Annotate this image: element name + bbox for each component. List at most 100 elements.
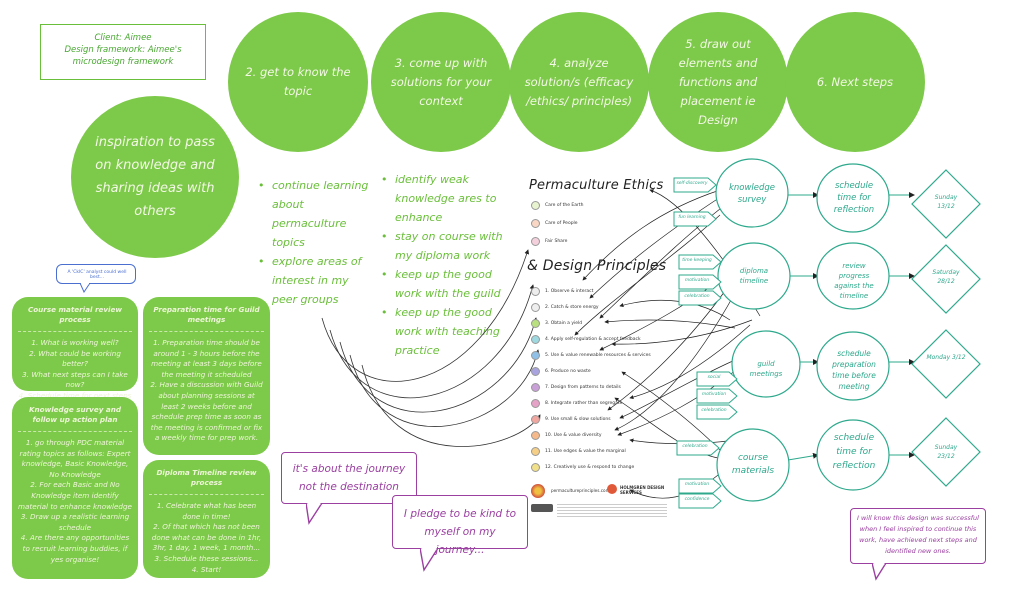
flow-schedule-3: schedule preparation time before meeting bbox=[832, 349, 876, 391]
success-bubble: I will know this design was successful w… bbox=[850, 508, 986, 564]
bullet-item: explore areas of interest in my peer gro… bbox=[258, 252, 376, 309]
flow-schedule-2: review progress against the timeline bbox=[834, 262, 874, 300]
course-review-body: 1. What is working well? 2. What could b… bbox=[18, 338, 132, 400]
principle-item: 12. Creatively use & respond to change bbox=[531, 462, 634, 473]
principle-item: 2. Catch & store energy bbox=[531, 302, 599, 313]
diploma-review-box: Diploma Timeline review process 1. Celeb… bbox=[143, 460, 270, 578]
step-label: 4. analyze solution/s (efficacy /ethics/… bbox=[524, 55, 634, 108]
principle-icon bbox=[531, 447, 540, 456]
principle-item: 8. Integrate rather than segregate bbox=[531, 398, 622, 409]
principle-item: 11. Use edges & value the marginal bbox=[531, 446, 626, 457]
tag-label: confidence bbox=[684, 497, 710, 502]
design-framework: Design framework: Aimee's microdesign fr… bbox=[64, 45, 182, 67]
principle-item: 9. Use small & slow solutions bbox=[531, 414, 611, 425]
holmgren-logo bbox=[607, 484, 617, 494]
course-review-box: Course material review process 1. What i… bbox=[12, 297, 138, 400]
step-circle-4: 4. analyze solution/s (efficacy /ethics/… bbox=[509, 12, 649, 152]
footer-url: permacultureprinciples.com bbox=[551, 488, 610, 493]
flow-schedule-4: schedule time for reflection bbox=[832, 433, 876, 471]
ethic-label: Care of People bbox=[545, 221, 578, 226]
bullet-list-left: continue learning about permaculture top… bbox=[258, 176, 376, 309]
principle-item: 1. Observe & interact bbox=[531, 286, 593, 297]
bullet-item: keep up the good work with teaching prac… bbox=[381, 303, 516, 360]
principle-item: 7. Design from patterns to details bbox=[531, 382, 621, 393]
flow-date-2: Saturday 28/12 bbox=[932, 269, 960, 285]
step-label: 6. Next steps bbox=[816, 74, 894, 89]
pledge-bubble: I pledge to be kind to myself on my jour… bbox=[392, 495, 528, 556]
success-text: I will know this design was successful w… bbox=[857, 514, 979, 555]
step-label: 5. draw out elements and functions and p… bbox=[678, 36, 758, 127]
principle-label: 6. Produce no waste bbox=[545, 369, 591, 374]
small-note-bubble bbox=[56, 264, 136, 284]
principle-item: 10. Use & value diversity bbox=[531, 430, 602, 441]
license-fineprint bbox=[557, 504, 667, 518]
tag-label: motivation bbox=[701, 392, 727, 397]
step-circle-2: 2. get to know the topic bbox=[228, 12, 368, 152]
tag-label: celebration bbox=[684, 294, 710, 299]
prep-time-body: 1. Preparation time should be around 1 -… bbox=[150, 338, 263, 443]
flow-date-4: Sunday 23/12 bbox=[934, 444, 958, 460]
people-icon bbox=[531, 219, 540, 228]
principle-icon bbox=[531, 351, 540, 360]
principle-label: 10. Use & value diversity bbox=[545, 433, 602, 438]
tag-label: celebration bbox=[682, 444, 708, 449]
diploma-review-title: Diploma Timeline review process bbox=[149, 468, 264, 495]
principle-label: 12. Creatively use & respond to change bbox=[545, 465, 635, 470]
principle-item: 3. Obtain a yield bbox=[531, 318, 582, 329]
bullet-item: continue learning about permaculture top… bbox=[258, 176, 376, 252]
inspiration-circle: inspiration to pass on knowledge and sha… bbox=[71, 96, 239, 258]
prep-time-box: Preparation time for Guild meetings 1. P… bbox=[143, 297, 270, 455]
earth-icon bbox=[531, 201, 540, 210]
pledge-bubble-tail bbox=[420, 548, 439, 572]
principle-label: 5. Use & value renewable resources & ser… bbox=[545, 353, 651, 358]
principle-icon bbox=[531, 431, 540, 440]
tag-label: time keeping bbox=[682, 258, 712, 263]
principle-label: 9. Use small & slow solutions bbox=[545, 417, 611, 422]
client-box: Client: Aimee Design framework: Aimee's … bbox=[40, 24, 206, 80]
flow-main-guild-meetings: guild meetings bbox=[749, 360, 783, 378]
license-badge bbox=[531, 504, 553, 512]
prep-time-title: Preparation time for Guild meetings bbox=[149, 305, 264, 332]
principle-label: 3. Obtain a yield bbox=[545, 321, 583, 326]
flow-date-1: Sunday 13/12 bbox=[934, 194, 958, 210]
step-circle-5: 5. draw out elements and functions and p… bbox=[648, 12, 788, 152]
flow-main-knowledge-survey: knowledge survey bbox=[728, 183, 776, 205]
principle-label: 4. Apply self-regulation & accept feedba… bbox=[545, 337, 641, 342]
permaculture-principles-panel: Permaculture Ethics Care of the Earth Ca… bbox=[523, 168, 675, 530]
tag-label: social bbox=[707, 375, 721, 380]
diploma-review-body: 1. Celebrate what has been done in time!… bbox=[151, 501, 262, 574]
ethic-label: Fair Share bbox=[545, 239, 568, 244]
principle-icon bbox=[531, 415, 540, 424]
client-name: Client: Aimee bbox=[94, 33, 152, 43]
knowledge-survey-box: Knowledge survey and follow up action pl… bbox=[12, 397, 138, 579]
flow-main-course-materials: course materials bbox=[731, 453, 775, 476]
success-bubble-tail bbox=[872, 563, 887, 581]
tag-label: celebration bbox=[701, 408, 727, 413]
tag-label: fun learning bbox=[678, 215, 706, 220]
principle-icon bbox=[531, 303, 540, 312]
flow-schedule-1: schedule time for reflection bbox=[833, 181, 875, 215]
tag-label: motivation bbox=[684, 278, 710, 283]
principle-icon bbox=[531, 367, 540, 376]
principle-item: 4. Apply self-regulation & accept feedba… bbox=[531, 334, 641, 345]
knowledge-survey-title: Knowledge survey and follow up action pl… bbox=[18, 405, 132, 432]
step-circle-6: 6. Next steps bbox=[785, 12, 925, 152]
flow-date-3: Monday 3/12 bbox=[926, 354, 966, 361]
step-circle-3: 3. come up with solutions for your conte… bbox=[371, 12, 511, 152]
footer-logo bbox=[531, 484, 545, 498]
principle-icon bbox=[531, 463, 540, 472]
ethic-item: Care of People bbox=[531, 218, 578, 229]
principle-label: 7. Design from patterns to details bbox=[545, 385, 621, 390]
knowledge-survey-body: 1. go through PDC material rating topics… bbox=[18, 438, 132, 564]
step-label: 3. come up with solutions for your conte… bbox=[390, 55, 492, 108]
ethic-item: Fair Share bbox=[531, 236, 567, 247]
principle-label: 8. Integrate rather than segregate bbox=[545, 401, 623, 406]
principle-label: 2. Catch & store energy bbox=[545, 305, 599, 310]
bullet-list-right: identify weak knowledge ares to enhance … bbox=[381, 170, 516, 360]
bullet-item: keep up the good work with the guild bbox=[381, 265, 516, 303]
ethics-title: Permaculture Ethics bbox=[529, 178, 664, 193]
principle-item: 5. Use & value renewable resources & ser… bbox=[531, 350, 651, 361]
ethic-label: Care of the Earth bbox=[545, 203, 584, 208]
course-review-title: Course material review process bbox=[18, 305, 132, 332]
